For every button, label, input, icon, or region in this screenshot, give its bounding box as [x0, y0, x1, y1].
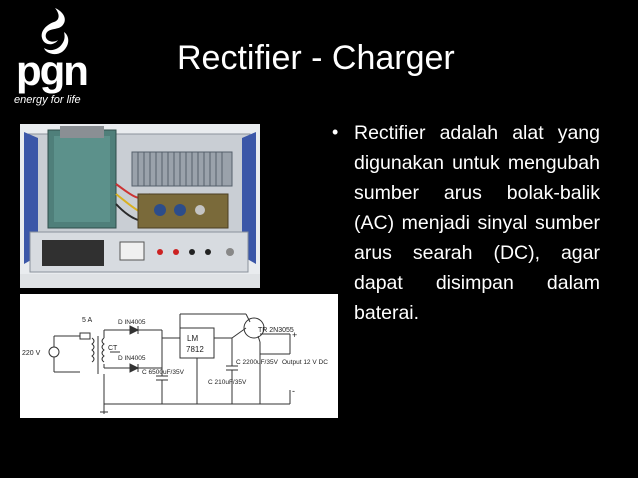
label-input: 220 V: [22, 350, 41, 357]
label-output: Output 12 V DC: [282, 359, 328, 366]
label-transistor: TR 2N3055: [258, 327, 294, 334]
label-diode2: D IN4005: [118, 355, 146, 362]
label-diode1: D IN4005: [118, 319, 146, 326]
label-plus: +: [292, 330, 297, 340]
bullet-marker: •: [332, 122, 339, 142]
label-ct: CT: [108, 345, 118, 352]
slide-title: Rectifier - Charger: [177, 39, 455, 77]
label-cap1: C 6500uF/35V: [142, 369, 185, 376]
rectifier-schematic: 5 A 220 V CT D IN4005 D IN4005 LM 7812 T…: [20, 294, 338, 418]
label-regulator-1: LM: [187, 334, 198, 343]
label-cap3: C 2200uF/35V: [236, 359, 279, 366]
pgn-flame-icon: [41, 8, 69, 55]
logo-tagline: energy for life: [14, 94, 81, 106]
pgn-logo: pgn energy for life: [10, 4, 106, 108]
label-minus: -: [292, 386, 295, 396]
label-fuse: 5 A: [82, 317, 92, 324]
logo-wordmark: pgn: [16, 47, 89, 94]
label-regulator-2: 7812: [186, 345, 204, 354]
rectifier-device-photo: [20, 124, 260, 288]
bullet-text: Rectifier adalah alat yang digunakan unt…: [354, 122, 600, 324]
label-cap2: C 210uF/35V: [208, 379, 247, 386]
